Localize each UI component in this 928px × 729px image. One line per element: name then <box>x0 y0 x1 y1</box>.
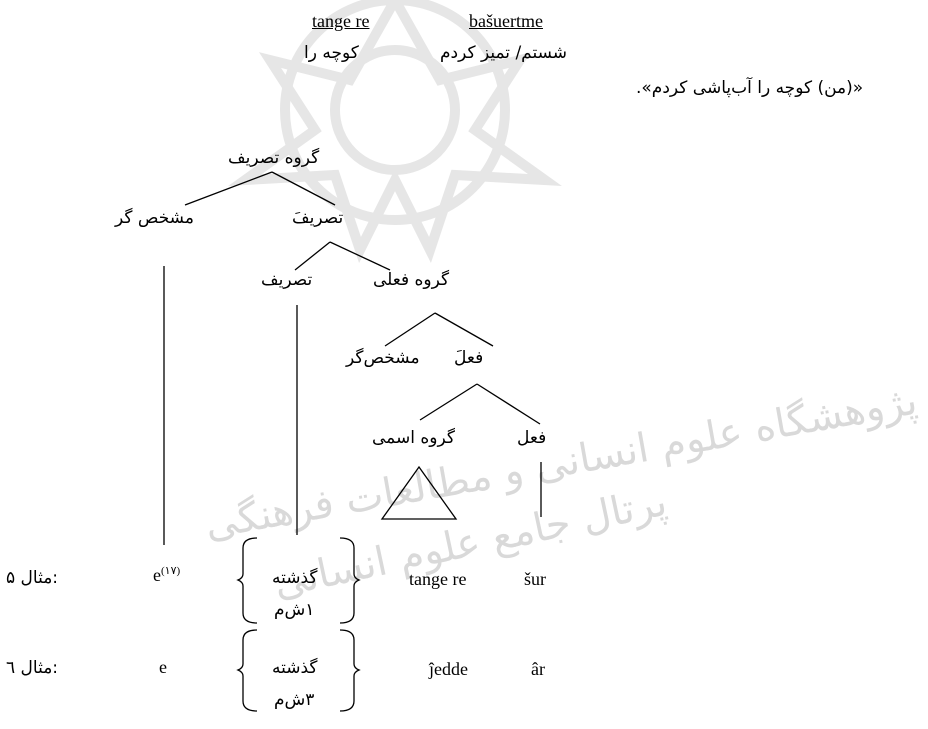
footnote-marker: (۱۷) <box>161 565 181 577</box>
branch-vp-vbar <box>434 312 494 347</box>
brace-right-ex5 <box>339 537 361 624</box>
example-6-empty-subject: e <box>159 657 167 677</box>
example-5-verb: šur <box>524 569 546 589</box>
node-inflection-bar: تصریفَ <box>292 208 344 228</box>
example-6-person: ۳ش‌م <box>274 690 315 710</box>
branch-ibar-i <box>294 241 331 271</box>
brace-left-ex5 <box>236 537 258 624</box>
example-6-tense: گذشته <box>272 658 318 678</box>
node-vp-specifier: مشخص‌گر <box>346 348 420 368</box>
branch-vbar-v <box>476 383 541 425</box>
triangle-noun-phrase <box>380 465 458 520</box>
example-6-object: ĵedde <box>429 659 468 679</box>
node-verb-phrase: گروه فعلی <box>373 270 450 290</box>
node-specifier: مشخص گر <box>115 208 194 228</box>
node-verb-bar: فعلَ <box>454 348 484 368</box>
node-verb: فعل <box>517 428 547 448</box>
example-5-person: ۱ش‌م <box>274 600 315 620</box>
gloss-translation: «(من) کوچه را آب‌پاشی کردم». <box>636 78 864 98</box>
example-5-empty-subject: e(۱۷) <box>153 565 181 585</box>
example-6-verb: âr <box>531 659 545 679</box>
gloss-word2-persian: شستم/ تمیز کردم <box>440 43 568 63</box>
example-5-object: tange re <box>409 569 467 589</box>
example-5-label: :مثال ۵ <box>6 568 59 588</box>
gloss-word1-persian: کوچه را <box>304 43 359 63</box>
brace-right-ex6 <box>339 629 361 712</box>
example-5-tense: گذشته <box>272 568 318 588</box>
gloss-word2-latin: bašuertme <box>469 11 543 31</box>
gloss-word1-latin: tange re <box>312 11 370 31</box>
brace-left-ex6 <box>236 629 258 712</box>
branch-ip-ibar <box>271 171 336 206</box>
branch-vp-spec <box>384 312 436 347</box>
node-noun-phrase: گروه اسمی <box>372 428 455 448</box>
branch-ibar-vp <box>329 241 391 271</box>
branch-ip-spec <box>184 171 273 206</box>
branch-vbar-np <box>419 383 478 421</box>
example-6-label: :مثال ٦ <box>6 658 59 678</box>
node-inflection-phrase: گروه تصریف <box>228 148 320 168</box>
node-inflection: تصریف <box>261 270 313 290</box>
